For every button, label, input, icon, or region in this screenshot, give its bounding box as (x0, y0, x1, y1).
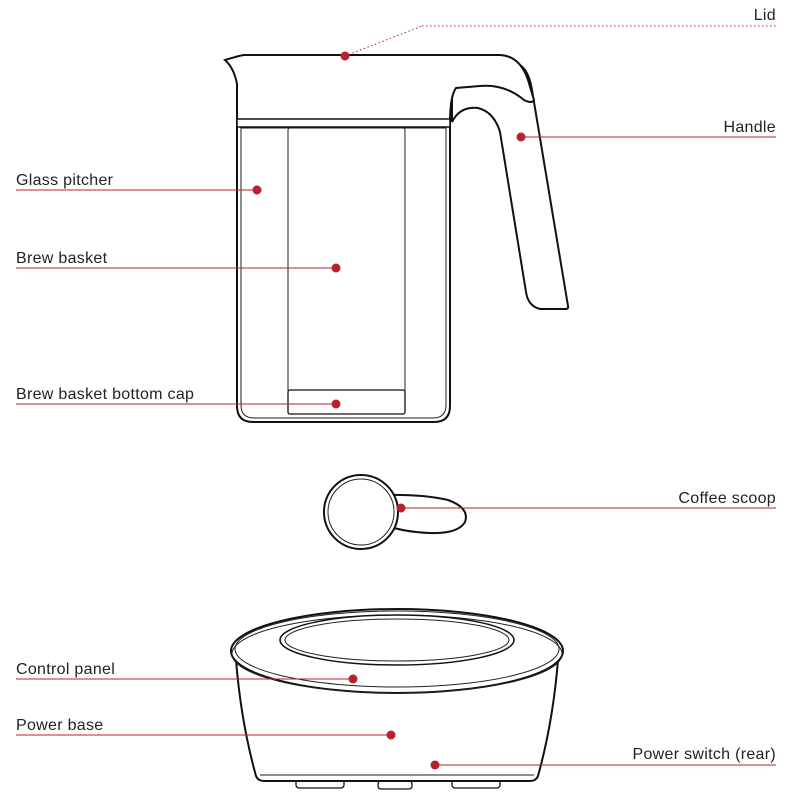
callout-power-base-label: Power base (16, 717, 104, 734)
lid-shape (223, 54, 536, 124)
callout-brew-basket-bottom-cap: Brew basket bottom cap (16, 386, 341, 409)
pitcher-illustration (223, 54, 570, 423)
callout-coffee-scoop-dot (396, 503, 406, 513)
callout-lid-label: Lid (754, 7, 776, 24)
callout-lid: Lid (340, 7, 776, 61)
handle-shape (451, 60, 570, 310)
scoop-handle (383, 493, 467, 535)
callout-power-switch: Power switch (rear) (430, 746, 776, 770)
callout-power-base: Power base (16, 717, 396, 740)
control-panel-surface (279, 614, 515, 666)
callout-power-switch-label: Power switch (rear) (632, 746, 776, 763)
coffee-scoop-illustration (323, 474, 467, 550)
glass-inner-wall (240, 127, 447, 419)
callout-handle-label: Handle (723, 119, 776, 136)
callout-control-panel: Control panel (16, 661, 358, 684)
base-foot-center (377, 780, 413, 790)
callout-power-switch-dot (430, 760, 440, 770)
scoop-bowl (323, 474, 399, 550)
glass-pitcher-body (236, 117, 451, 423)
callout-coffee-scoop: Coffee scoop (396, 490, 776, 513)
callout-glass-pitcher-dot (252, 185, 262, 195)
callout-control-panel-label: Control panel (16, 661, 115, 678)
callout-handle-dot (516, 132, 526, 142)
callout-glass-pitcher: Glass pitcher (16, 172, 262, 195)
lid-band (236, 118, 451, 128)
scoop-bowl-inner (327, 478, 395, 546)
callout-lid-dot (340, 51, 350, 61)
callout-brew-basket-label: Brew basket (16, 250, 108, 267)
bottom-cap-shape (287, 389, 406, 415)
callout-control-panel-dot (348, 674, 358, 684)
callout-brew-basket-dot (331, 263, 341, 273)
callout-bottom-cap-dot (331, 399, 341, 409)
callout-brew-basket: Brew basket (16, 250, 341, 273)
callout-glass-pitcher-label: Glass pitcher (16, 172, 114, 189)
callout-coffee-scoop-label: Coffee scoop (678, 490, 776, 507)
power-base-illustration (230, 608, 564, 790)
power-base-body (234, 659, 560, 782)
callout-handle: Handle (516, 119, 776, 142)
callout-bottom-cap-label: Brew basket bottom cap (16, 386, 194, 403)
callout-power-base-dot (386, 730, 396, 740)
